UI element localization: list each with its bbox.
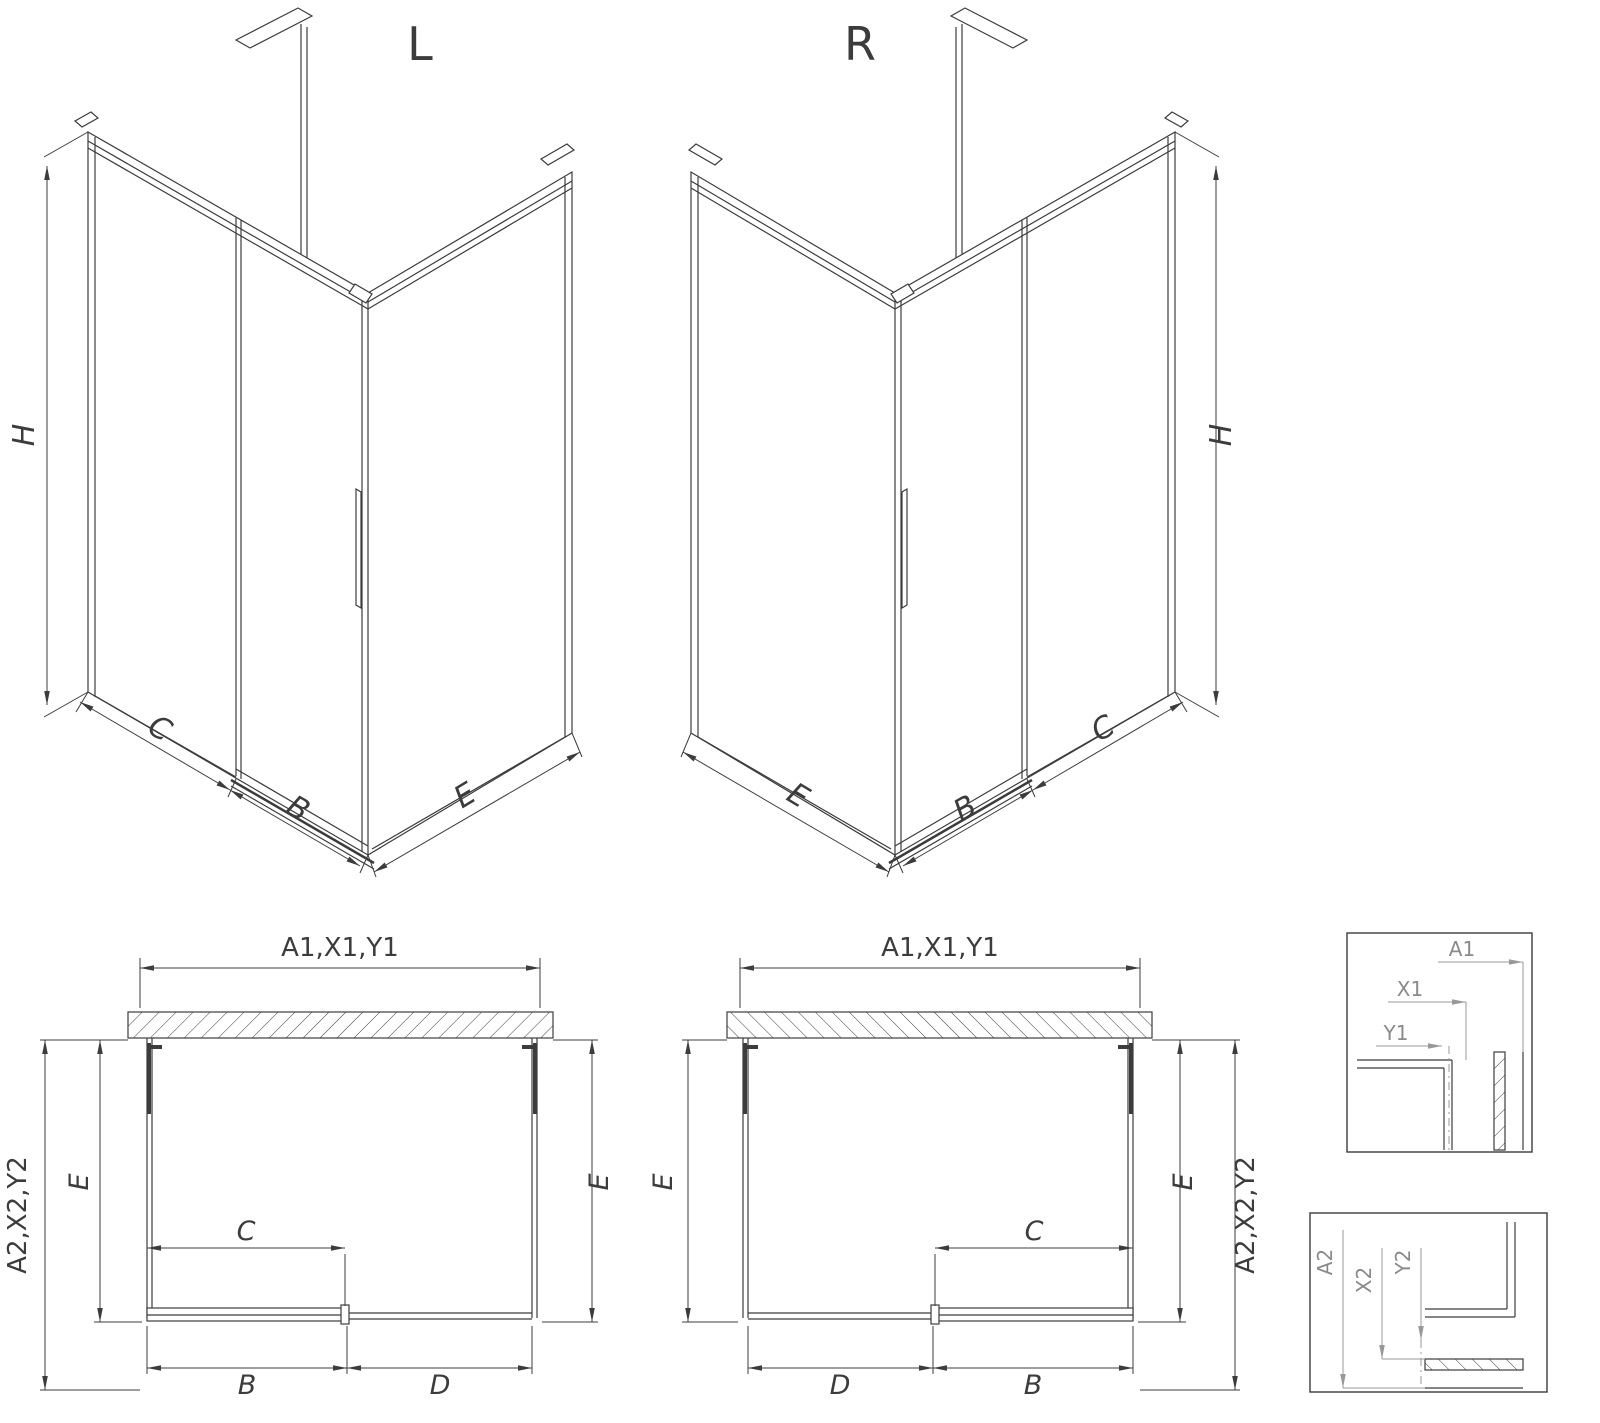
plan-left-dim-d: D (430, 1370, 451, 1401)
plan-right-dim-d: D (830, 1370, 851, 1401)
plan-right-dim-side: A2,X2,Y2 (1231, 1156, 1261, 1274)
detail-bottom-dim-a2: A2 (1313, 1249, 1337, 1275)
iso-right-dim-e: E (781, 776, 815, 816)
detail-top-dim-a1: A1 (1449, 937, 1475, 961)
plan-right-dim-b: B (1024, 1370, 1043, 1401)
plan-right-dim-c: C (1025, 1216, 1044, 1247)
iso-right-dim-b: B (948, 788, 983, 829)
detail-bottom-dim-y2: Y2 (1391, 1250, 1415, 1276)
plan-right-dim-e-right: E (1168, 1173, 1199, 1190)
plan-left-dim-e-left: E (64, 1173, 95, 1190)
iso-left-dim-e: E (448, 776, 482, 816)
iso-view-left (44, 8, 582, 877)
plan-view-left (40, 958, 598, 1390)
detail-top-leaders (1376, 959, 1524, 1152)
detail-top-profile: A1 X1 Y1 (1346, 932, 1533, 1153)
iso-left-dim-b: B (280, 788, 315, 829)
iso-right-title: R (844, 17, 876, 71)
iso-right-dim-c: C (1085, 708, 1121, 749)
plan-left-dim-c: C (237, 1216, 256, 1247)
iso-left-title: L (407, 17, 433, 71)
plan-left-dim-b: B (238, 1370, 257, 1401)
plan-right-dim-e-left: E (648, 1173, 679, 1190)
detail-top-dim-y1: Y1 (1383, 1021, 1409, 1045)
detail-top-dim-x1: X1 (1397, 977, 1423, 1001)
plan-right-dim-top: A1,X1,Y1 (881, 933, 999, 963)
detail-bottom-profile: A2 X2 Y2 (1309, 1212, 1548, 1393)
plan-left-dim-side: A2,X2,Y2 (3, 1156, 33, 1274)
detail-bottom-section (1424, 1221, 1524, 1389)
detail-bottom-dim-x2: X2 (1352, 1267, 1376, 1293)
detail-bottom-frame (1309, 1212, 1548, 1393)
plan-left-dim-top: A1,X1,Y1 (281, 933, 399, 963)
iso-view-right (681, 8, 1219, 877)
iso-right-dim-h: H (1204, 424, 1239, 447)
detail-top-section (1356, 1051, 1524, 1151)
detail-top-frame (1346, 932, 1533, 1153)
detail-bottom-leaders (1340, 1230, 1425, 1389)
iso-left-dim-c: C (142, 708, 178, 749)
iso-left-dim-h: H (7, 424, 42, 447)
plan-left-dim-e-right: E (584, 1173, 615, 1190)
plan-view-right (682, 958, 1240, 1390)
